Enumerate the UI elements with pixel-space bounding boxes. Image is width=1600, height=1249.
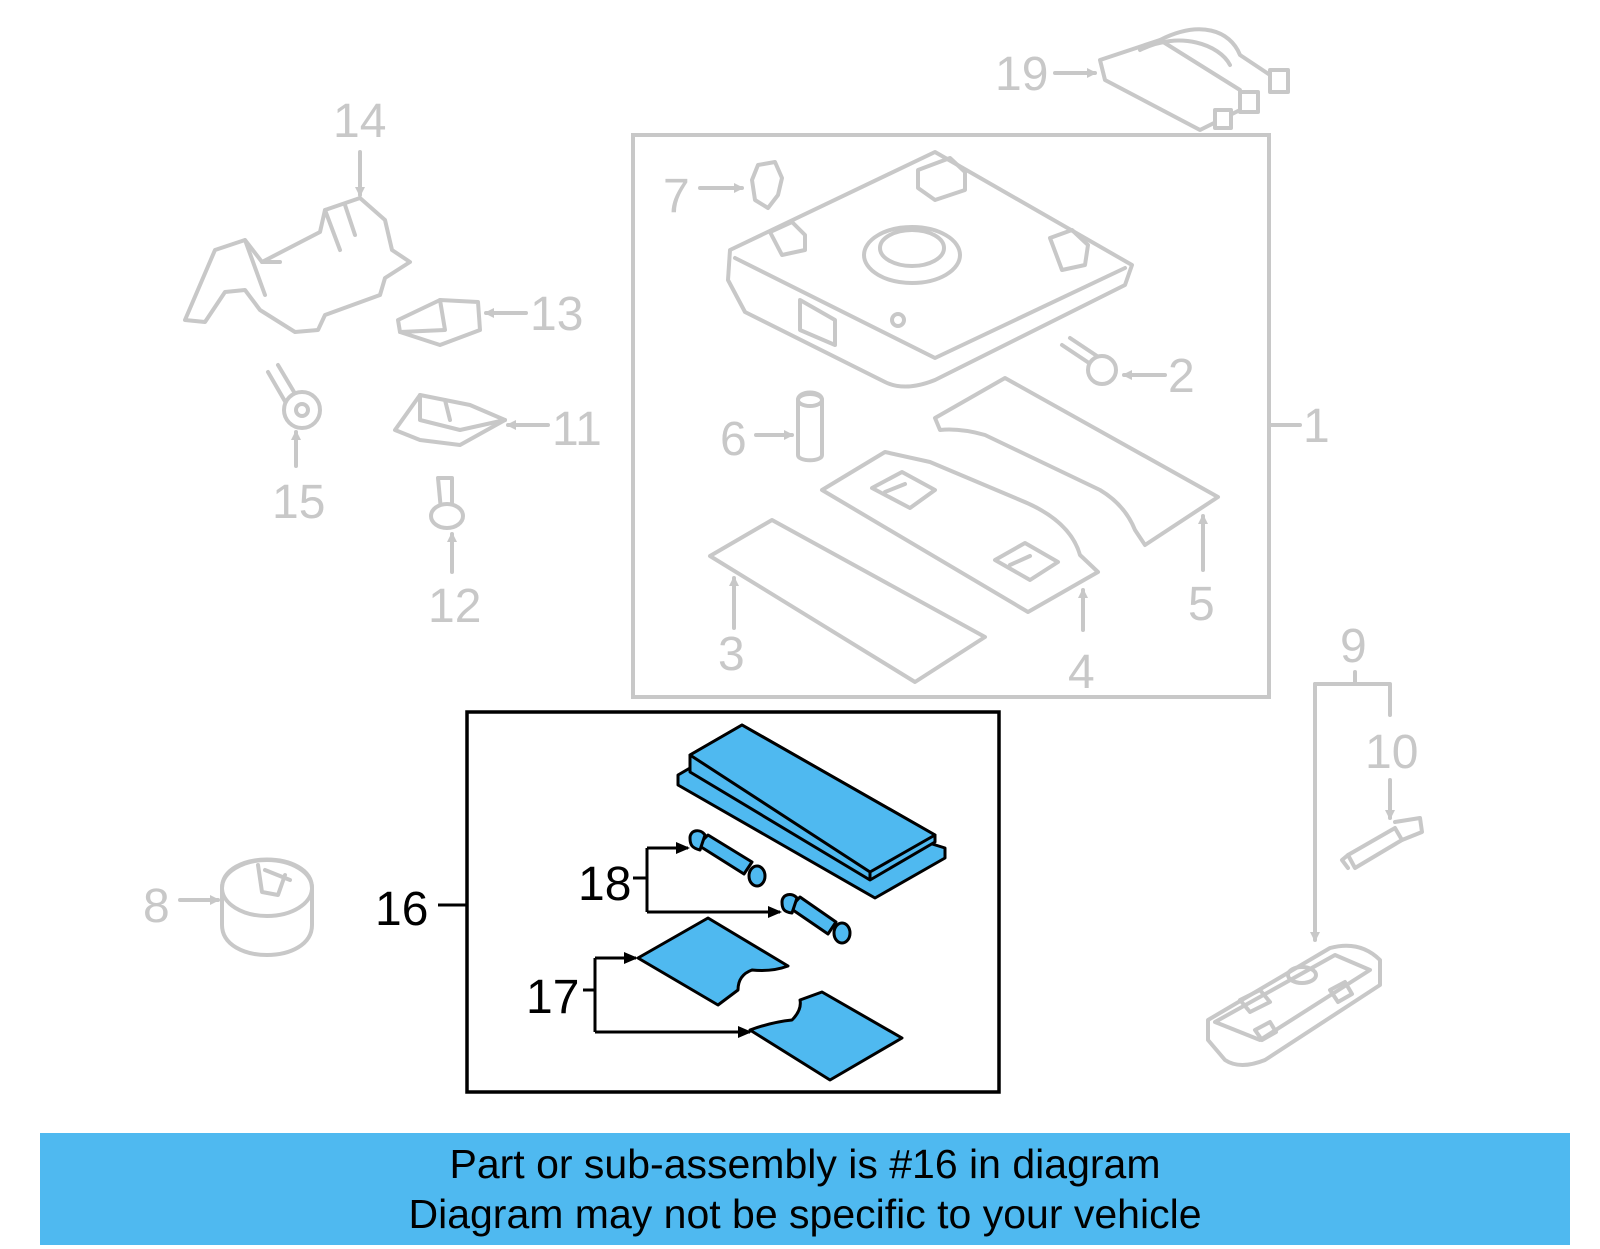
callout-19: 19 [995,48,1048,101]
part-12-screw [429,476,465,530]
part-13-pad [396,298,482,347]
callout-17: 17 [526,971,579,1024]
part-8-housing [220,857,314,957]
part-6-bulb [796,390,824,463]
part-18-bulb-a [688,829,767,888]
callout-1: 1 [1303,400,1330,453]
callout-13: 13 [530,288,583,341]
callout-14: 14 [333,95,386,148]
callout-6: 6 [720,413,747,466]
leader-18 [633,848,649,912]
part-3-pad [708,518,987,684]
part-9-dome-lamp-base [1206,943,1382,1067]
part-10-bulb [1340,816,1424,870]
callout-4: 4 [1068,646,1095,699]
assembly-1-box [631,133,1271,699]
leader-17 [583,958,597,1032]
part-15-screw [266,363,322,430]
callout-7: 7 [663,170,690,223]
callout-2: 2 [1168,350,1195,403]
part-2-screw [1060,336,1118,386]
callout-18: 18 [578,858,631,911]
leader-9 [1313,670,1392,717]
callout-16: 16 [375,883,428,936]
part-11-clip [393,393,507,447]
callout-5: 5 [1188,578,1215,631]
callout-9: 9 [1340,620,1367,673]
part-17-lens-b [748,990,904,1082]
callout-11: 11 [552,403,602,456]
part-19-wiring-harness [1098,27,1290,132]
callout-12: 12 [428,580,481,633]
part-7-clip [750,160,784,210]
callout-3: 3 [718,628,745,681]
part-16-lamp-body [676,723,947,900]
info-banner: Part or sub-assembly is #16 in diagram D… [40,1133,1570,1245]
part-17-lens-a [636,916,790,1007]
part-1-console-housing [726,150,1134,389]
callout-10: 10 [1365,726,1418,779]
part-4-lens [820,450,1100,614]
assembly-16-box [465,710,1001,1094]
banner-line-1: Part or sub-assembly is #16 in diagram [449,1141,1161,1187]
part-14-bracket [183,196,412,334]
part-5-lens [933,376,1220,547]
callout-15: 15 [272,476,325,529]
banner-line-2: Diagram may not be specific to your vehi… [408,1191,1202,1237]
part-18-bulb-b [780,893,852,945]
callout-8: 8 [143,880,170,933]
